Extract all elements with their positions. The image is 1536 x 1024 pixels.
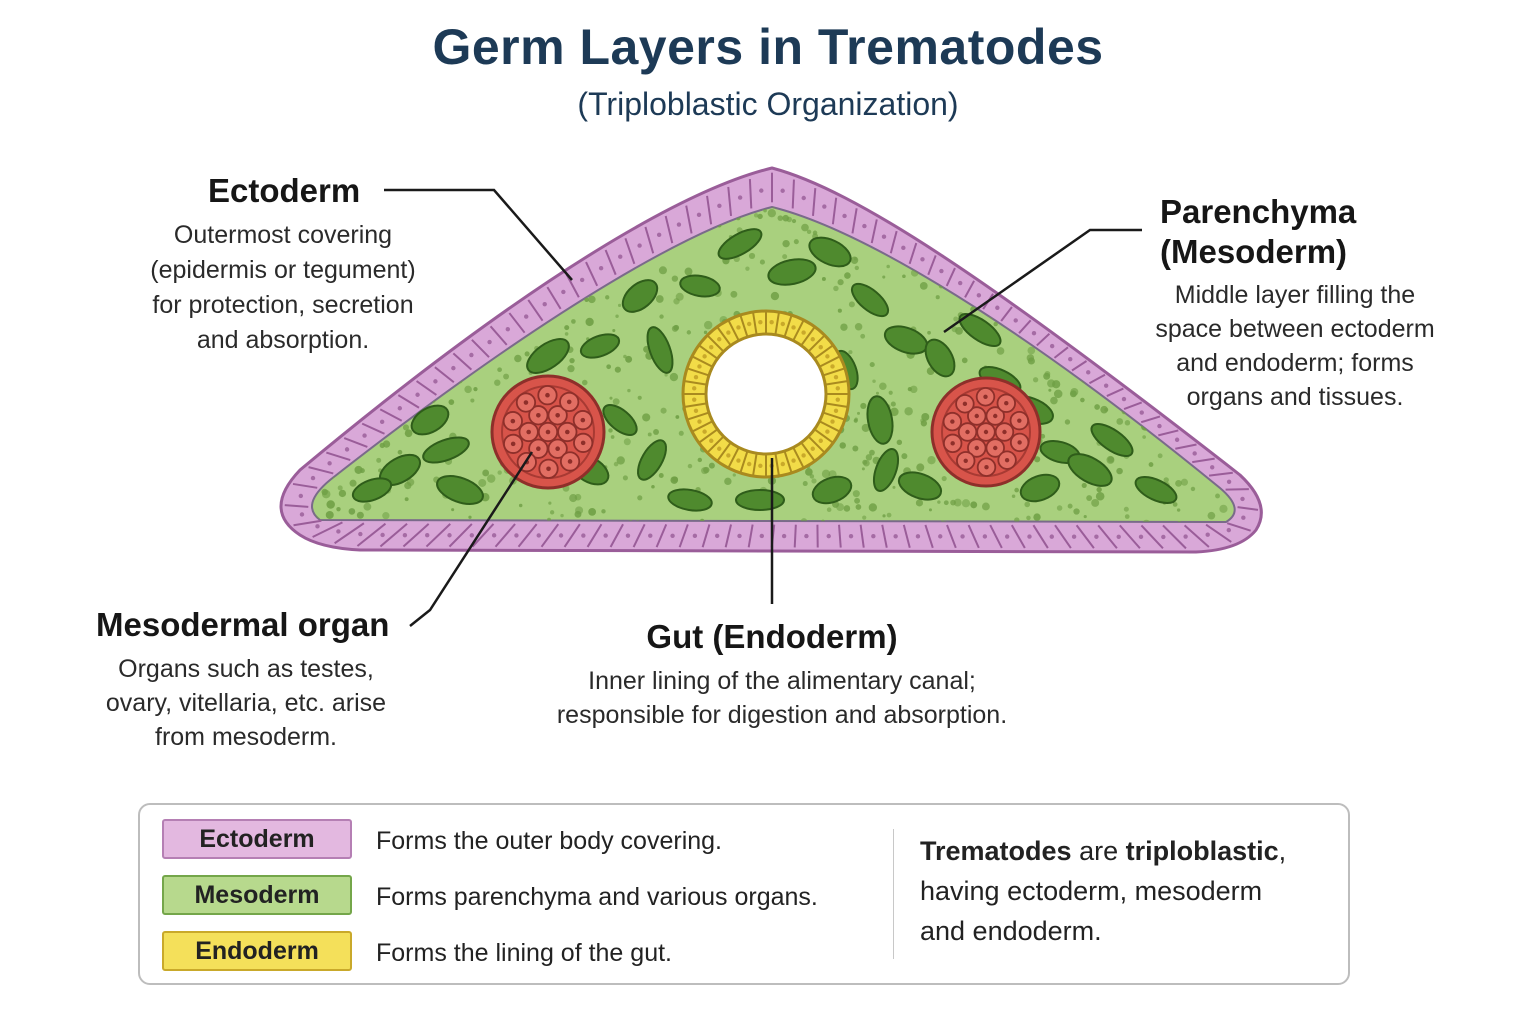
ectoderm-cells [284, 172, 1259, 550]
mesodermal-organ-line-1: Organs such as testes, [118, 655, 374, 683]
legend-swatch-endoderm: Endoderm [162, 931, 352, 971]
ectoderm-leader-line [384, 188, 573, 281]
mesodermal-organ-label-heading: Mesodermal organ [96, 606, 390, 643]
mesodermal-organ-label-body: Organs such as testes, ovary, vitellaria… [76, 652, 416, 754]
ectoderm-line-3: for protection, secretion [152, 291, 414, 319]
parenchyma-leader-line [943, 228, 1142, 334]
gut-line-2: responsible for digestion and absorption… [556, 701, 1008, 729]
ectoderm-label-heading: Ectoderm [208, 172, 361, 209]
legend-note-line-1: Trematodes are triploblastic, [920, 831, 1340, 871]
page-subtitle: (Triploblastic Organization) [577, 86, 959, 122]
parenchyma-label-heading: Parenchyma (Mesoderm) [1160, 192, 1356, 272]
ectoderm-line-4: and absorption. [196, 326, 370, 354]
mesodermal-organ-left [490, 374, 606, 490]
legend-note-are: are [1071, 836, 1126, 866]
legend-note-line-2: having ectoderm, mesoderm [920, 876, 1263, 906]
legend-desc-mesoderm: Forms parenchyma and various organs. [376, 883, 818, 911]
legend-swatch-ectoderm: Ectoderm [162, 819, 352, 859]
parenchyma-heading-line-1: Parenchyma [1160, 193, 1357, 230]
page-title: Germ Layers in Trematodes [432, 19, 1104, 75]
legend-swatch-mesoderm: Mesoderm [162, 875, 352, 915]
legend-note-comma: , [1278, 836, 1287, 866]
parenchyma-line-1: Middle layer filling the [1174, 281, 1416, 309]
ectoderm-line-2: (epidermis or tegument) [150, 256, 416, 284]
mesodermal-organ-line-2: ovary, vitellaria, etc. arise [105, 689, 387, 717]
legend-note: Trematodes are triploblastic, having ect… [920, 831, 1340, 951]
gut-line-1: Inner lining of the alimentary canal; [588, 667, 976, 695]
mesodermal-organ-right [930, 376, 1042, 488]
mesodermal-organ-line-3: from mesoderm. [155, 723, 337, 751]
gut-lumen [704, 332, 828, 456]
parenchyma-label-body: Middle layer filling the space between e… [1130, 278, 1460, 414]
legend-note-term-triploblastic: triploblastic [1125, 836, 1279, 866]
parenchyma-heading-line-2: (Mesoderm) [1160, 233, 1348, 270]
legend-box: Ectoderm Forms the outer body covering. … [138, 803, 1350, 985]
gut-label-body: Inner lining of the alimentary canal; re… [502, 664, 1062, 732]
parenchyma-line-4: organs and tissues. [1186, 383, 1404, 411]
legend-divider [893, 829, 894, 959]
legend-note-line-3: and endoderm. [920, 916, 1102, 946]
parenchyma-line-3: and endoderm; forms [1176, 349, 1414, 377]
legend-desc-endoderm: Forms the lining of the gut. [376, 939, 672, 967]
legend-desc-ectoderm: Forms the outer body covering. [376, 827, 722, 855]
parenchyma-line-2: space between ectoderm [1155, 315, 1435, 343]
gut-endoderm [681, 309, 851, 479]
mesodermal-organ-leader-line [409, 451, 534, 627]
legend-note-term-trematodes: Trematodes [920, 836, 1072, 866]
ectoderm-line-1: Outermost covering [173, 221, 393, 249]
ectoderm-label-body: Outermost covering (epidermis or tegumen… [118, 218, 448, 358]
gut-label-heading: Gut (Endoderm) [646, 618, 898, 655]
